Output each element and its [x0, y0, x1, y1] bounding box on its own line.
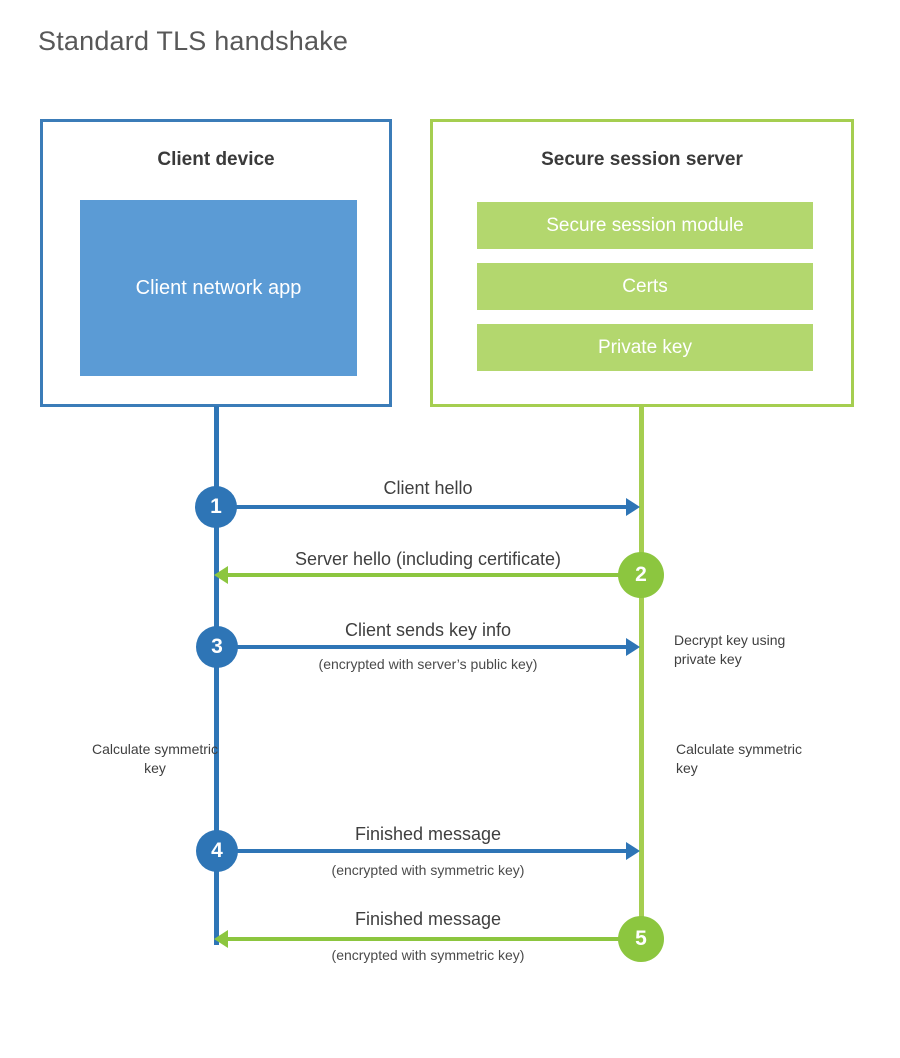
page-title: Standard TLS handshake: [38, 26, 349, 56]
step-1-label: Client hello: [383, 478, 473, 498]
annotation-server-calculate-symmetric-key: Calculate symmetric key: [676, 741, 803, 776]
step-5-arrow-line: [228, 937, 640, 941]
step-2-arrow-line: [228, 573, 640, 577]
step-5-arrowhead-icon: [214, 930, 228, 948]
step-2-arrowhead-icon: [214, 566, 228, 584]
step-marker-5: 5: [618, 916, 664, 962]
client-device-box: Client device Client network app: [40, 119, 392, 407]
step-1-arrowhead-icon: [626, 498, 640, 516]
server-components-list: Secure session module Certs Private key: [477, 202, 813, 371]
step-3-arrowhead-icon: [626, 638, 640, 656]
step-4-sublabel: (encrypted with symmetric key): [331, 862, 525, 878]
step-3-arrow-line: [216, 645, 628, 649]
step-4-arrow-line: [216, 849, 628, 853]
secure-session-server-box: Secure session server Secure session mod…: [430, 119, 854, 407]
step-4-label: Finished message: [354, 824, 502, 844]
server-component-certs: Certs: [477, 263, 813, 310]
step-marker-3: 3: [196, 626, 238, 668]
client-network-app-block: Client network app: [80, 200, 357, 376]
step-5-sublabel: (encrypted with symmetric key): [331, 947, 525, 963]
server-lifeline: [639, 406, 644, 939]
annotation-server-decrypt-key: Decrypt key using private key: [674, 632, 786, 667]
server-component-private-key: Private key: [477, 324, 813, 371]
client-device-title: Client device: [157, 149, 275, 170]
annotation-client-calculate-symmetric-key: Calculate symmetric key: [91, 741, 219, 776]
server-component-secure-session-module: Secure session module: [477, 202, 813, 249]
step-3-label: Client sends key info: [344, 620, 512, 640]
client-lifeline: [214, 406, 219, 945]
step-4-arrowhead-icon: [626, 842, 640, 860]
step-5-label: Finished message: [354, 909, 502, 929]
step-marker-1: 1: [195, 486, 237, 528]
step-1-arrow-line: [216, 505, 628, 509]
step-3-sublabel: (encrypted with server’s public key): [318, 656, 538, 672]
step-2-label: Server hello (including certificate): [294, 549, 562, 569]
step-marker-2: 2: [618, 552, 664, 598]
step-marker-4: 4: [196, 830, 238, 872]
secure-session-server-title: Secure session server: [541, 149, 743, 170]
